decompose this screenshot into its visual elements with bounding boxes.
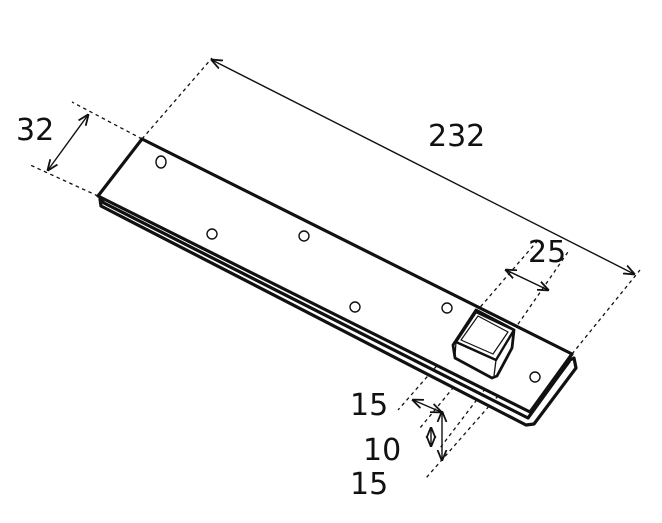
mounting-bar [96, 137, 578, 427]
hole [206, 228, 218, 240]
hole [529, 371, 541, 383]
hole [155, 155, 167, 169]
dim-label-25: 25 [528, 235, 566, 270]
square-block-icon [451, 308, 516, 380]
dim-line-15a [413, 400, 441, 412]
dim-line-232 [212, 60, 634, 274]
dim-label-232: 232 [428, 119, 485, 154]
dim-line-25 [506, 270, 548, 290]
dim-label-15-lower: 15 [350, 467, 388, 502]
dimension-lines [48, 60, 634, 460]
dim-label-15-upper: 15 [350, 388, 388, 423]
hole [441, 302, 453, 314]
dim-label-10: 10 [363, 433, 401, 468]
hole [298, 230, 310, 242]
dim-line-32 [48, 115, 88, 170]
hole [349, 301, 361, 313]
dim-label-32: 32 [16, 113, 54, 148]
